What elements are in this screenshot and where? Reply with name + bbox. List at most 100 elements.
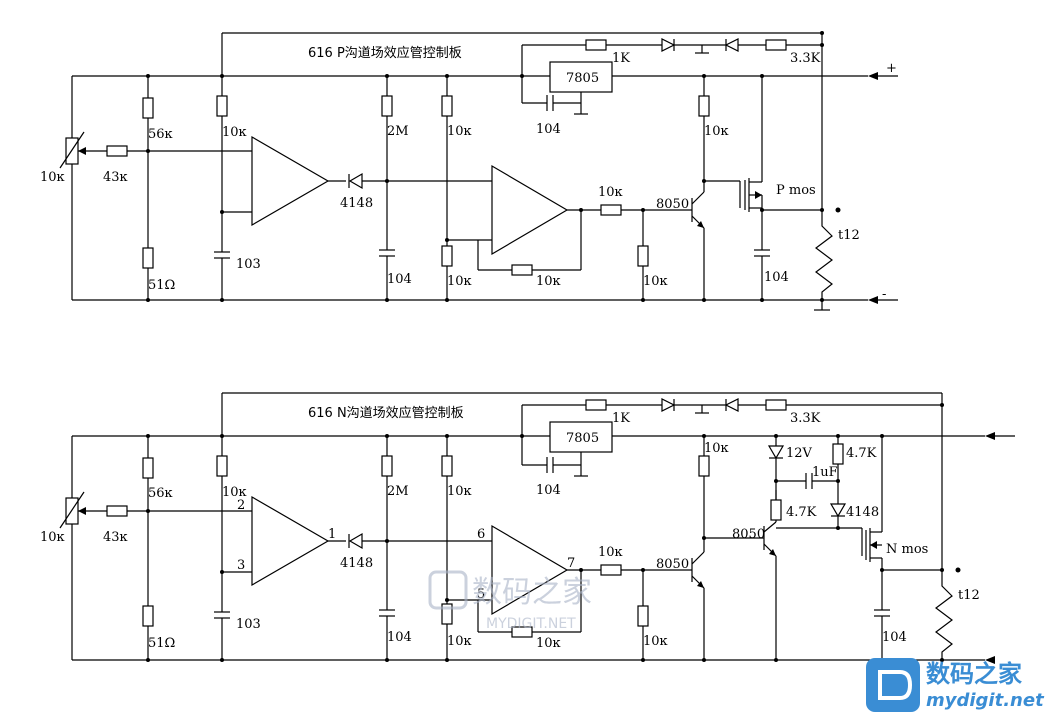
label-8050: 8050 (656, 197, 689, 212)
diode-4148-n (348, 532, 363, 550)
label-1k: 1K (612, 51, 630, 66)
resistor-2m-n (381, 455, 393, 477)
comparator-opamp (251, 135, 330, 227)
label-4148-n: 4148 (340, 556, 373, 571)
label-56k-n: 56ĸ (148, 486, 173, 501)
title-n-board: 616 N沟道场效应管控制板 (308, 405, 464, 421)
label-10k-feedback: 10ĸ (536, 274, 561, 289)
label-pin5: 5 (477, 587, 485, 602)
label-4k7-upper: 4.7K (846, 446, 877, 461)
label-8050-a: 8050 (656, 557, 689, 572)
terminal-negative-n (985, 656, 995, 664)
watermark-center-cn: 数码之家 (472, 575, 592, 610)
label-minus: - (882, 287, 886, 302)
led-2-n (724, 398, 739, 412)
label-43k-n: 43ĸ (103, 530, 128, 545)
heater-load-t12-n (935, 570, 953, 660)
label-104-reg: 104 (536, 122, 561, 137)
label-12v: 12V (786, 446, 813, 461)
label-10k-base-n: 10ĸ (598, 545, 623, 560)
label-10k-ref-n: 10ĸ (222, 485, 247, 500)
resistor-1k-n (585, 399, 607, 411)
resistor-10k-ref (216, 95, 228, 117)
title-p-board: 616 P沟道场效应管控制板 (308, 45, 462, 61)
label-2m-n: 2M (387, 484, 409, 499)
label-thermistor: 10ĸ (40, 170, 65, 185)
led-1-n (661, 398, 676, 412)
label-2m: 2M (387, 124, 409, 139)
label-103: 103 (236, 257, 261, 272)
label-pin2: 2 (237, 498, 245, 513)
regulator-7805 (549, 61, 613, 93)
label-3k3: 3.3K (790, 51, 821, 66)
resistor-10k-ref-n (216, 455, 228, 477)
diode-4148 (348, 172, 363, 190)
resistor-51ohm-n (142, 605, 154, 627)
led-2 (724, 38, 739, 52)
corner-watermark: 数码之家 mydigit.net (866, 658, 1045, 712)
zener-12v (767, 445, 785, 460)
comparator-opamp-n (251, 495, 330, 587)
label-1k-n: 1K (612, 411, 630, 426)
label-10k-feedback-n: 10ĸ (536, 636, 561, 651)
resistor-10k-base (600, 204, 622, 216)
label-104b-n: 104 (882, 630, 907, 645)
label-51ohm-n: 51Ω (148, 636, 175, 651)
resistor-51ohm (142, 247, 154, 269)
label-10k-collector-n: 10ĸ (704, 441, 729, 456)
resistor-43k-n (106, 505, 128, 517)
watermark-center-en: MYDIGIT.NET (486, 616, 576, 632)
label-t12-n: t12 (958, 588, 980, 603)
label-10k-ref: 10ĸ (222, 125, 247, 140)
resistor-3k3 (765, 39, 787, 51)
resistor-43k (106, 145, 128, 157)
resistor-10k-base-n (600, 564, 622, 576)
label-pmos: P mos (776, 183, 816, 198)
p-channel-circuit: 616 P沟道场效应管控制板 10ĸ 43ĸ 56ĸ 51Ω 10ĸ 103 4… (40, 31, 898, 311)
resistor-10k-pulldown (637, 245, 649, 267)
watermark-corner-en: mydigit.net (926, 690, 1045, 711)
label-pin6: 6 (477, 527, 485, 542)
label-104a: 104 (387, 272, 412, 287)
diode-4148-b (829, 503, 847, 518)
label-10k-upper: 10ĸ (447, 124, 472, 139)
n-channel-circuit: 616 N沟道场效应管控制板 10ĸ 43ĸ 56ĸ 51Ω 10ĸ 103 2… (40, 392, 1015, 664)
amplifier-opamp (491, 164, 569, 256)
label-t12: t12 (838, 228, 860, 243)
label-43k: 43ĸ (103, 170, 128, 185)
label-pin1: 1 (328, 527, 336, 542)
label-7805-n: 7805 (566, 431, 599, 446)
label-4148: 4148 (340, 196, 373, 211)
label-10k-base: 10ĸ (598, 185, 623, 200)
resistor-10k-feedback (511, 264, 533, 276)
label-4k7-lower: 4.7K (786, 505, 817, 520)
terminal-positive-n (985, 432, 995, 440)
resistor-56k-n (142, 457, 154, 479)
label-1uf: 1uF (812, 465, 838, 480)
resistor-10k-pulldown-n (637, 605, 649, 627)
resistor-4k7-upper (832, 443, 844, 465)
label-3k3-n: 3.3K (790, 411, 821, 426)
label-104-reg-n: 104 (536, 483, 561, 498)
resistor-56k (142, 97, 154, 119)
resistor-10k-collector-n (698, 455, 710, 477)
resistor-10k-upper-n (441, 455, 453, 477)
resistor-10k-collector (698, 95, 710, 117)
led-1 (661, 38, 676, 52)
heater-load-t12 (815, 210, 833, 300)
label-104b: 104 (764, 270, 789, 285)
label-10k-lower-n: 10ĸ (447, 634, 472, 649)
label-10k-lower: 10ĸ (447, 274, 472, 289)
label-104a-n: 104 (387, 630, 412, 645)
label-10k-pulldown-n: 10ĸ (643, 634, 668, 649)
resistor-2m (381, 95, 393, 117)
resistor-1k (585, 39, 607, 51)
label-10k-collector: 10ĸ (704, 124, 729, 139)
terminal-positive (868, 72, 878, 80)
label-nmos: N mos (886, 542, 928, 557)
terminal-negative (868, 296, 878, 304)
label-10k-upper-n: 10ĸ (447, 484, 472, 499)
label-pin3: 3 (237, 558, 245, 573)
label-4148-b: 4148 (846, 505, 879, 520)
